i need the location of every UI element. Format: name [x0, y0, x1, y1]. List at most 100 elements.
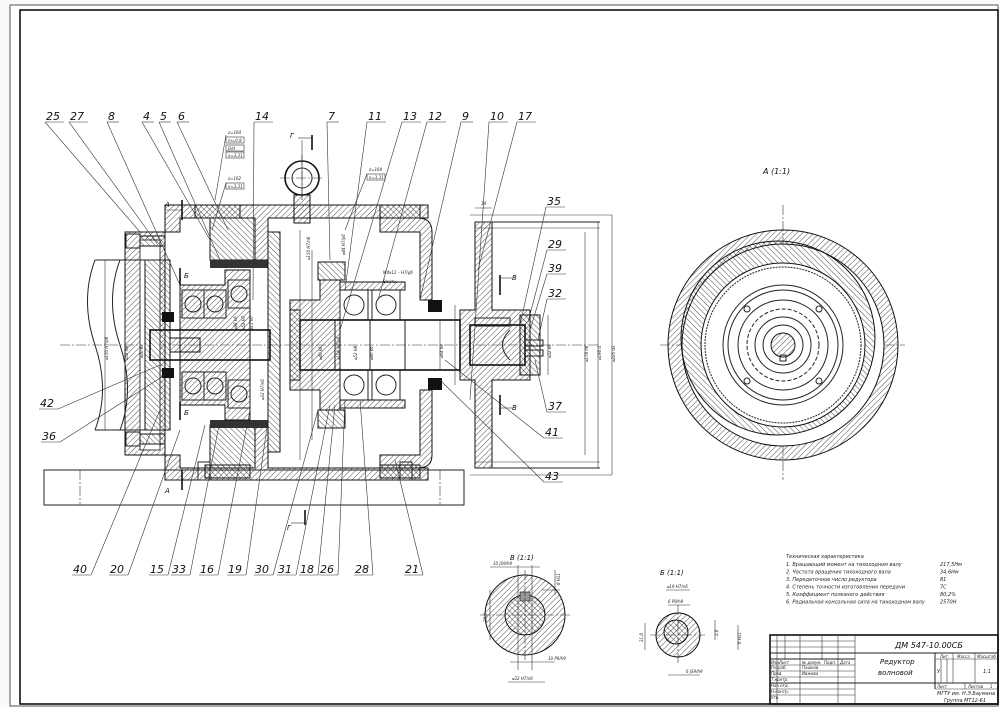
callout-42: 42 — [39, 364, 161, 410]
spec-value-4: 7С — [940, 585, 947, 591]
eyebolt — [280, 140, 324, 224]
dim-main-19: ⌀205 d3 — [611, 345, 616, 362]
callout-10: 10 — [469, 110, 508, 401]
dim-main-13: M4x12 – H7/g6 — [383, 270, 413, 275]
callout-32-label: 32 — [548, 287, 562, 300]
callout-25: 25 — [44, 110, 141, 233]
spec-value-1: 217,5Нм — [940, 562, 962, 568]
org-line-2: Группа МТ12-61 — [944, 698, 986, 704]
svg-text:m=0,8: m=0,8 — [228, 138, 242, 143]
doc-number: ДМ 547-10.00СБ — [894, 641, 963, 650]
section-v-title: В (1:1) — [510, 554, 534, 562]
section-b-inner — [663, 619, 689, 645]
main-section-view: ⌀150 H7/p6 ⌀52 H8 ⌀30 e8 ⌀48 k6 ⌀52 H7 ⌀… — [43, 130, 616, 532]
callout-13: 13 — [339, 110, 421, 331]
callout-30-label: 30 — [255, 563, 269, 576]
callout-33: 33 — [171, 419, 221, 576]
callout-31: 31 — [277, 404, 331, 576]
svg-text:z=164: z=164 — [227, 130, 242, 135]
svg-text:x=3,31: x=3,31 — [368, 175, 384, 180]
callout-11: 11 — [344, 110, 386, 291]
callout-6-label: 6 — [178, 110, 185, 123]
main-dimension-lines — [104, 207, 613, 476]
callout-40: 40 — [72, 409, 161, 576]
callout-30: 30 — [254, 409, 319, 576]
scale-value: 1:1 — [983, 669, 991, 675]
dim-main-9: ⌀40 k6 — [318, 346, 323, 360]
svg-text:Г: Г — [290, 132, 295, 140]
spec-value-5: 80,2% — [940, 592, 956, 598]
svg-text:В: В — [512, 404, 517, 412]
dim-main-15: ⌀64 h8 — [439, 344, 444, 358]
section-b-dim-4: 6 H11 — [737, 632, 742, 644]
svg-text:z=162: z=162 — [227, 176, 242, 181]
flexspline-bottom — [209, 424, 256, 469]
break-line-left — [87, 259, 103, 431]
dim-main-17: ⌀178 h6 — [584, 345, 589, 362]
gear-teeth-top — [210, 260, 268, 268]
col-lit: Лит. — [939, 654, 949, 659]
hdr-doc: № докум. — [801, 660, 822, 665]
dim-main-11: ⌀44 H7/p6 — [341, 234, 346, 255]
callout-36-label: 36 — [42, 430, 56, 443]
callout-5-label: 5 — [160, 110, 167, 123]
org-line-1: МГТУ им. Н.Э.Баумана — [937, 691, 995, 697]
name-checker: Ивжева — [802, 671, 819, 676]
callout-8-label: 8 — [108, 110, 115, 123]
dim-main-1: ⌀52 H8 — [124, 345, 129, 360]
rigid-gear — [267, 231, 281, 453]
callout-29: 29 — [527, 238, 566, 323]
callout-14: 14 — [252, 110, 273, 301]
tech-specs: Техническая характеристика 1. Вращающий … — [786, 554, 962, 606]
callout-19: 19 — [227, 419, 269, 576]
gear-params-2: z=162 x=3,31 — [211, 176, 245, 231]
spec-label-2: 2. Частота вращения тихоходного вала — [786, 570, 891, 576]
role-3: Т.контр. — [771, 677, 788, 682]
gear-params-1: z=164 m=0,8 D/d x=3,31 — [214, 130, 245, 201]
callout-18-label: 18 — [300, 563, 314, 576]
title-block: ДМ 547-10.00СБ Редуктор волновой Лит. Ма… — [769, 634, 999, 705]
callout-4: 4 — [141, 110, 211, 241]
callout-43-label: 43 — [545, 470, 559, 483]
role-6: Утв. — [771, 695, 779, 700]
svg-text:Б: Б — [184, 409, 189, 417]
svg-text:z=164: z=164 — [368, 167, 383, 172]
callout-14-label: 14 — [255, 110, 269, 123]
dim-main-2: ⌀30 e8 — [139, 344, 144, 358]
spec-label-4: 4. Степень точности изготовления передач… — [786, 585, 906, 591]
callout-43: 43 — [439, 379, 563, 483]
gear-params-3: z=164 x=3,31 — [344, 167, 386, 231]
bearings-left — [181, 279, 251, 409]
name-developer: Пашков — [802, 665, 819, 670]
hdr-list: Лист — [778, 660, 790, 665]
callout-9-label: 9 — [462, 110, 469, 123]
svg-text:А: А — [164, 487, 170, 495]
dim-main-3: ⌀48 k6 — [233, 316, 238, 330]
section-b-dim-0: ⌀19 H7/n6 — [667, 584, 688, 589]
svg-text:Б: Б — [184, 272, 189, 280]
callout-31-label: 31 — [278, 563, 292, 576]
callout-13-label: 13 — [403, 110, 417, 123]
section-marker-g-top: Г — [290, 132, 313, 150]
callout-26-label: 26 — [320, 563, 334, 576]
callout-40-label: 40 — [73, 563, 87, 576]
callout-42-label: 42 — [40, 397, 54, 410]
callout-17: 17 — [477, 110, 536, 271]
callout-41: 41 — [444, 359, 563, 439]
callout-7-label: 7 — [328, 110, 335, 123]
callout-16-label: 16 — [200, 563, 214, 576]
dim-main-14: Винты — [383, 279, 396, 284]
section-v-dim-4: ⌀32 H7/n6 — [512, 676, 533, 681]
role-1: Разраб. — [771, 665, 787, 670]
svg-text:x=3,31: x=3,31 — [227, 153, 243, 158]
svg-text:А: А — [164, 201, 170, 209]
callout-6: 6 — [176, 110, 229, 231]
seal-top — [428, 300, 442, 312]
dim-main-0: ⌀150 H7/p6 — [104, 336, 109, 360]
section-v-dim-1: 8 H11 — [556, 573, 561, 585]
callout-27-label: 27 — [70, 110, 84, 123]
callout-19-label: 19 — [228, 563, 242, 576]
